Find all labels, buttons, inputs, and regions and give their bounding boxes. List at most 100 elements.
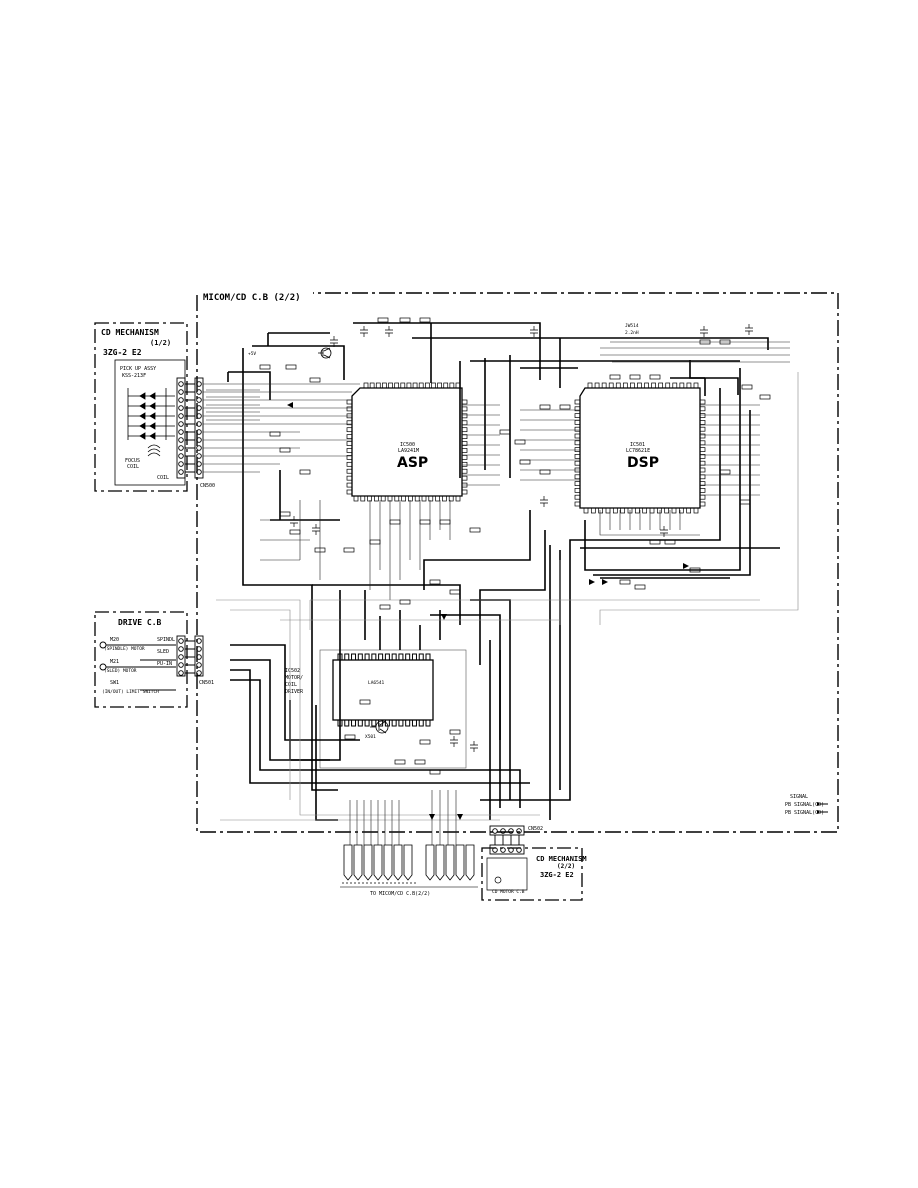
drive-cb-box [94, 611, 188, 708]
resistor [419, 317, 431, 323]
asp-pin [461, 427, 468, 433]
dsp-pin [671, 507, 677, 514]
resistor [634, 584, 646, 590]
resistor [539, 469, 551, 475]
dsp-pin [693, 507, 699, 514]
pickup-diode-array [127, 388, 175, 457]
resistor [269, 431, 281, 437]
focus-coil-label: FOCUS [125, 458, 140, 464]
dsp-pin [612, 507, 618, 514]
driver-pin [391, 653, 397, 661]
dsp-pin [594, 382, 600, 389]
asp-pin [380, 495, 386, 502]
dsp-pin [587, 382, 593, 389]
driver-pin [384, 719, 390, 727]
asp-pin [375, 382, 381, 389]
tracking-coil-label: COIL [157, 475, 169, 481]
resistor [379, 604, 391, 610]
asp-pin [400, 382, 406, 389]
asp-pin [346, 489, 353, 495]
asp-pin [443, 382, 449, 389]
driver-pin [351, 719, 357, 727]
cd-mech-right-model: 3ZG-2 E2 [540, 871, 574, 879]
asp-pin [367, 495, 372, 502]
asp-pin [431, 382, 436, 389]
legend-item-1: PB SIGNAL(CD) [785, 802, 824, 808]
cd-mech-left-title: CD MECHANISM [101, 328, 159, 337]
capacitor [530, 326, 538, 337]
asp-pin [346, 461, 353, 467]
asp-pin [360, 495, 366, 502]
spindl-sig: SPINDL [157, 637, 175, 643]
dsp-pin [583, 507, 589, 514]
asp-pin [346, 406, 353, 412]
sled-label: (SLED) MOTOR [104, 668, 137, 674]
main-board-title: MICOM/CD C.B (2/2) [203, 293, 301, 303]
resistor [689, 567, 701, 573]
asp-part: LA9241M [398, 448, 419, 454]
dsp-pin [699, 406, 706, 412]
cd-mech-right-sub: (2/2) [557, 863, 575, 870]
asp-pin [435, 495, 440, 502]
capacitor [360, 326, 368, 337]
ic502-ref: IC502 [285, 668, 300, 674]
dsp-pin [574, 399, 581, 405]
resistor [289, 529, 301, 535]
dsp-pin [590, 507, 596, 514]
dsp-pin [699, 399, 706, 405]
pickup-label: PICK UP ASSY [120, 366, 156, 372]
asp-ic500 [346, 382, 468, 502]
resistor [739, 499, 751, 505]
resistor [449, 589, 461, 595]
resistor [699, 339, 711, 345]
dsp-pin [699, 474, 706, 480]
asp-pin [449, 382, 455, 389]
dsp-pin [699, 447, 706, 452]
resistor [664, 539, 676, 545]
asp-pin [408, 495, 413, 502]
m20-label: M20 [110, 637, 119, 643]
dsp-pin [693, 382, 699, 389]
pickup-model: KSS-213F [122, 373, 146, 379]
capacitor [470, 741, 478, 752]
jw-label: JW514 [625, 323, 639, 329]
capacitor [660, 526, 668, 537]
asp-pin [421, 495, 427, 502]
resistor [394, 759, 406, 765]
asp-pin [461, 448, 468, 453]
asp-pin [346, 482, 353, 488]
cd-mech-left-sub: (1/2) [150, 339, 171, 347]
cd-mech-right-box [481, 847, 583, 901]
legend-title: SIGNAL [790, 794, 808, 800]
dsp-pin [651, 382, 656, 389]
dsp-pin [574, 488, 581, 493]
resistor [369, 539, 381, 545]
cd-mech-left-model: 3ZG-2 E2 [103, 348, 142, 357]
resistor [449, 729, 461, 735]
dsp-label: DSP [627, 455, 659, 471]
driver-pin [405, 653, 411, 661]
asp-ref: IC500 [400, 442, 415, 448]
resistor [314, 547, 326, 553]
resistor [377, 317, 389, 323]
dsp-pin [699, 426, 706, 432]
dsp-pin [574, 501, 581, 507]
resistor [759, 394, 771, 400]
bottom-connector-b [340, 844, 478, 888]
dsp-pin [574, 460, 581, 466]
asp-pin [401, 495, 406, 502]
asp-pin [346, 441, 353, 446]
resistor [279, 447, 291, 453]
resistor [559, 404, 571, 410]
dsp-pin [699, 413, 706, 418]
legend-item-2: PB SIGNAL(CD) [785, 810, 824, 816]
dsp-pin [574, 413, 581, 418]
resistor [414, 759, 426, 765]
capacitor [385, 326, 393, 337]
dsp-pin [699, 494, 706, 500]
driver-pin [411, 719, 417, 727]
capacitor [290, 516, 298, 527]
bus-wiring-heavy [227, 322, 780, 821]
ic502-part: LA6541 [368, 680, 385, 686]
